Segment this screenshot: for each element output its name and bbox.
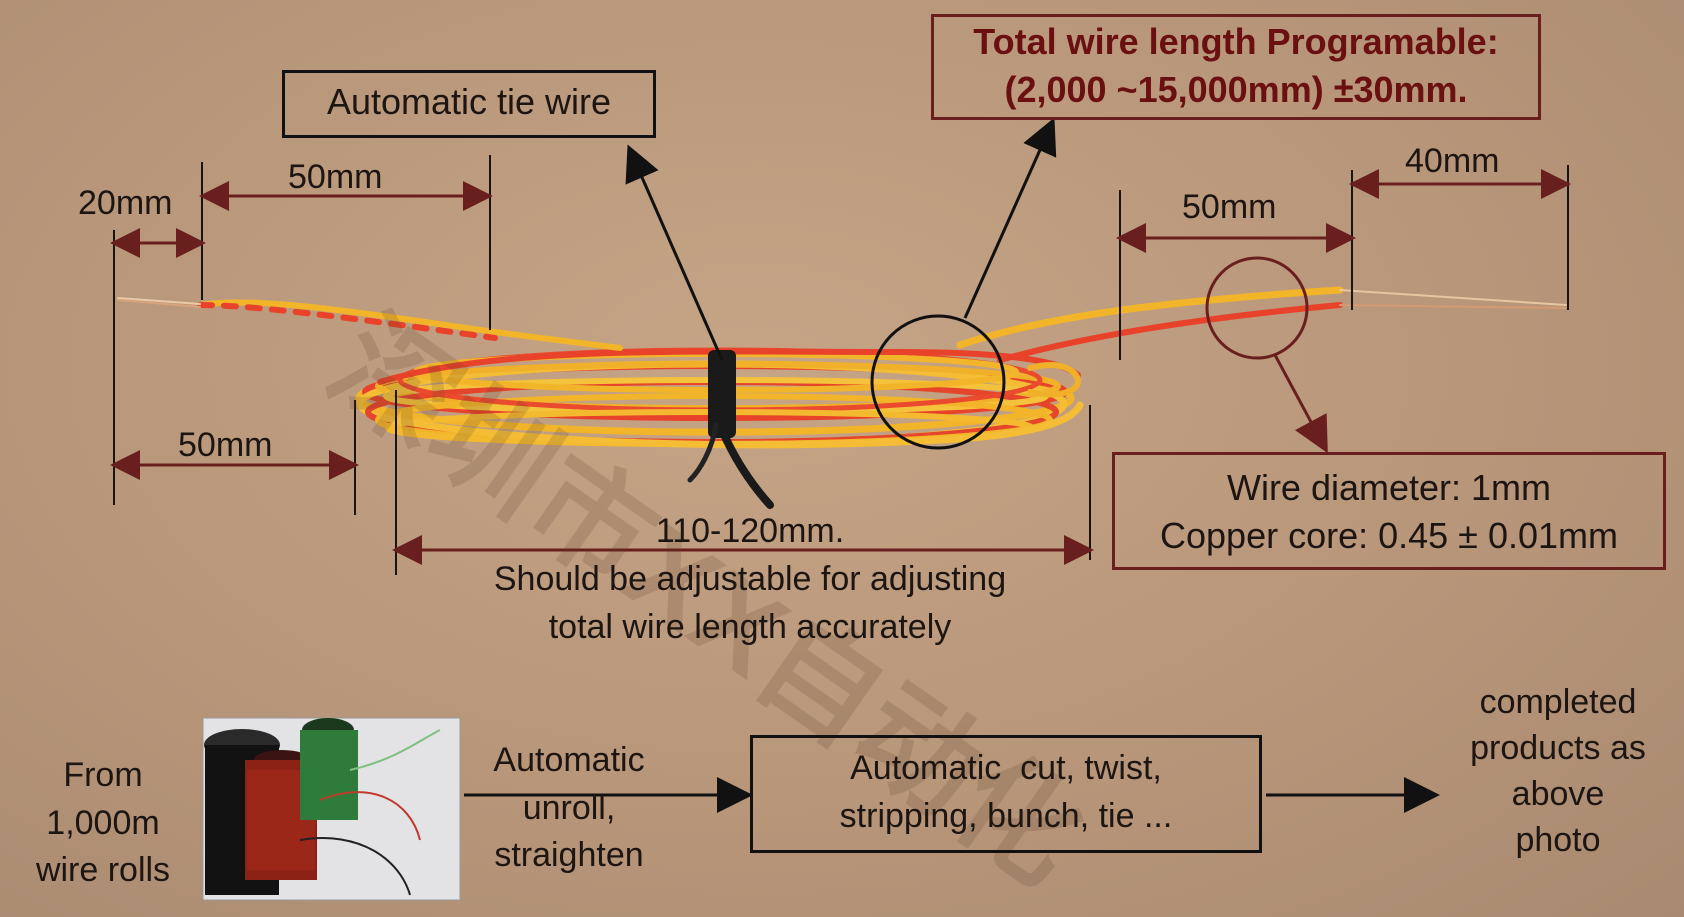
wire-spec-callout-box <box>1112 452 1666 570</box>
left-twist-dimension: 50mm <box>288 158 383 196</box>
right-strip-dimension: 40mm <box>1405 142 1500 180</box>
bunch-length-dimension: 110-120mm. <box>655 512 845 550</box>
tie-wire-knot <box>687 350 774 509</box>
result-line-2: products as <box>1470 728 1646 767</box>
result-line-1: completed <box>1479 683 1637 721</box>
source-line-1: From <box>63 756 143 794</box>
step1-line-2: unroll, <box>522 788 616 827</box>
copper-core-label: Copper core: 0.45 ± 0.01mm <box>1160 515 1618 556</box>
step2-line-1: Automatic cut, twist, <box>850 749 1162 787</box>
wire-rolls-photo <box>202 717 461 901</box>
tie-wire-callout-box <box>282 70 656 138</box>
step1-line-3: straighten <box>494 836 644 875</box>
process-step2-box <box>750 735 1262 853</box>
step2-line-2: stripping, bunch, tie ... <box>839 796 1173 835</box>
total-length-label-line2: (2,000 ~15,000mm) ±30mm. <box>1004 69 1468 110</box>
left-tail-dimension: 50mm <box>178 426 273 464</box>
callout-circles <box>870 256 1309 450</box>
process-result-text: completed products as above photo <box>1438 680 1678 864</box>
wire-diameter-label: Wire diameter: 1mm <box>1226 467 1552 508</box>
source-line-3: wire rolls <box>35 851 171 890</box>
tie-wire-label: Automatic tie wire <box>326 81 612 122</box>
process-source-text: From 1,000m wire rolls <box>8 752 198 895</box>
total-length-label-line1: Total wire length Programable: <box>973 21 1499 62</box>
bunch-note-line2: total wire length accurately <box>548 608 952 646</box>
process-step2-text: Automatic cut, twist, stripping, bunch, … <box>750 745 1262 840</box>
dimension-arrows <box>110 169 1571 565</box>
source-line-2: 1,000m <box>46 803 160 842</box>
right-wire-tails <box>956 286 1567 363</box>
result-line-3: above <box>1511 774 1605 813</box>
result-line-4: photo <box>1515 820 1601 859</box>
right-pair-dimension: 50mm <box>1182 188 1277 226</box>
step1-line-1: Automatic <box>493 741 645 779</box>
left-strip-dimension: 20mm <box>78 184 173 222</box>
process-step1-text: Automatic unroll, straighten <box>464 737 674 880</box>
callout-pointers <box>625 117 1328 454</box>
left-twisted-wire-tail <box>117 297 623 351</box>
bunch-note-line1: Should be adjustable for adjusting <box>493 560 1007 598</box>
total-length-callout-box <box>931 14 1541 120</box>
